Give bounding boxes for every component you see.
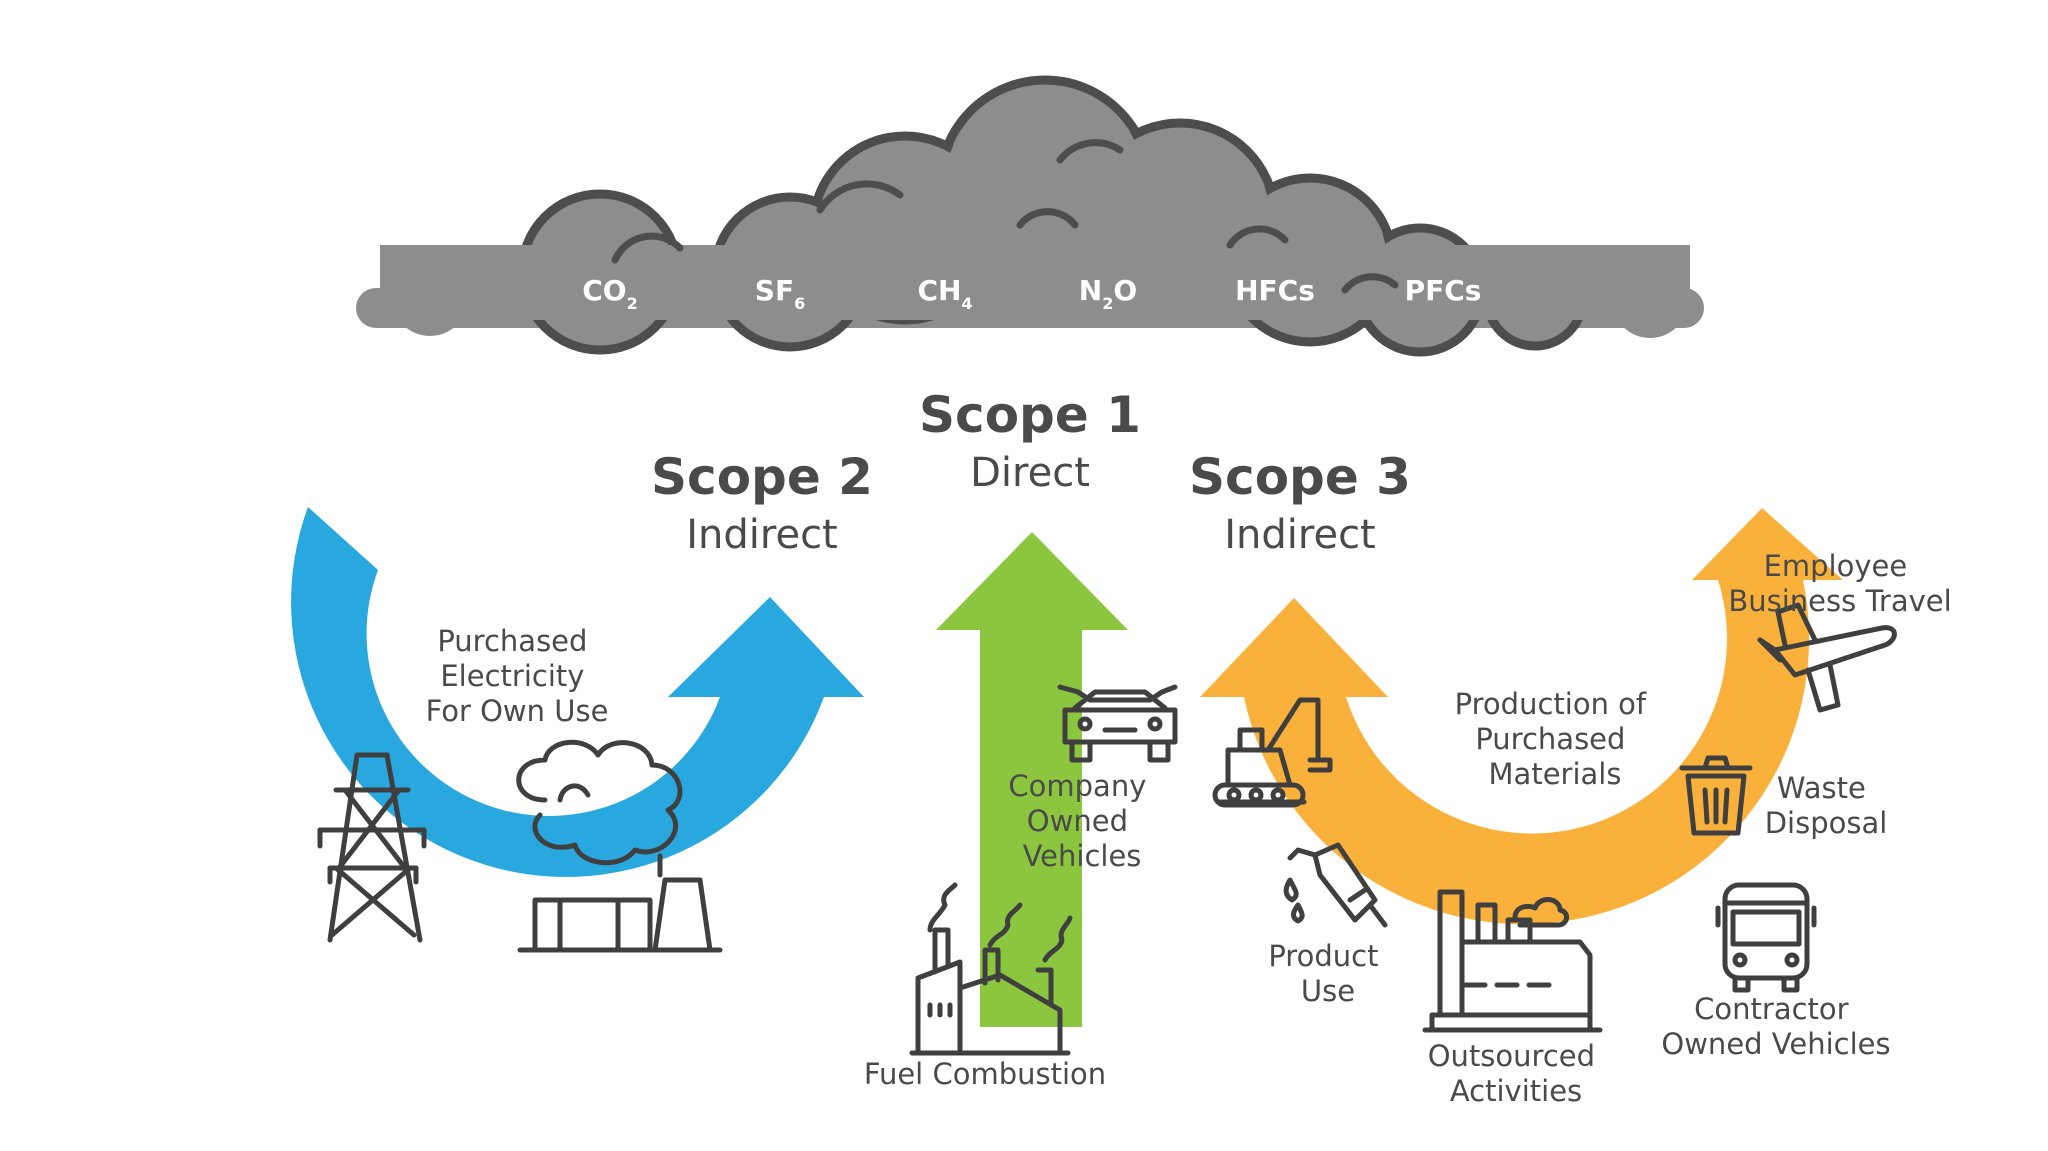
- trash-can-icon: [1679, 755, 1753, 836]
- scope3-arrow: [1200, 508, 1843, 925]
- label-purchased-electricity: Purchased Electricity For Own Use: [426, 624, 609, 728]
- gas-co2: CO2: [582, 274, 638, 313]
- scope1-subtitle: Direct: [970, 450, 1090, 496]
- label-contractor-owned-vehicles: Contractor Owned Vehicles: [1661, 992, 1890, 1061]
- scope1-heading: Scope 1 Direct: [919, 386, 1141, 496]
- scope3-heading: Scope 3 Indirect: [1189, 448, 1411, 558]
- label-company-owned-vehicles: Company Owned Vehicles: [1008, 769, 1155, 873]
- scope2-title: Scope 2: [651, 448, 873, 506]
- fuel-nozzle-icon: [1283, 842, 1388, 928]
- label-fuel-combustion: Fuel Combustion: [864, 1057, 1106, 1091]
- outsourced-factory-icon: [1422, 889, 1603, 1033]
- label-employee-business-travel: Employee Business Travel: [1728, 549, 1951, 618]
- emissions-cloud: CO2 SF6 CH4 N2O HFCs PFCs: [356, 75, 1704, 357]
- gas-ch4: CH4: [917, 274, 972, 313]
- gas-n2o: N2O: [1079, 274, 1137, 313]
- label-outsourced-activities: Outsourced Activities: [1428, 1039, 1605, 1108]
- excavator-icon: [1212, 697, 1333, 808]
- power-pylon-icon: [317, 752, 427, 943]
- scope1-title: Scope 1: [919, 386, 1141, 444]
- gas-pfcs: PFCs: [1405, 274, 1482, 307]
- scope3-title: Scope 3: [1189, 448, 1411, 506]
- label-production-materials: Production of Purchased Materials: [1455, 687, 1656, 791]
- factory-icon: [909, 882, 1073, 1056]
- scope2-arrow: [291, 507, 865, 877]
- gas-hfcs: HFCs: [1235, 274, 1315, 307]
- company-car-icon: [1057, 684, 1178, 763]
- label-product-use: Product Use: [1268, 939, 1387, 1008]
- power-plant-icon: [516, 739, 723, 953]
- gas-sf6: SF6: [755, 274, 805, 313]
- scope2-subtitle: Indirect: [686, 512, 838, 558]
- gas-labels: CO2 SF6 CH4 N2O HFCs PFCs: [582, 274, 1481, 313]
- label-waste-disposal: Waste Disposal: [1765, 771, 1888, 840]
- scope3-subtitle: Indirect: [1224, 512, 1376, 558]
- scope2-heading: Scope 2 Indirect: [651, 448, 873, 558]
- bus-icon: [1715, 882, 1817, 993]
- airplane-icon: [1757, 602, 1897, 713]
- scope1-arrow: [936, 532, 1128, 1027]
